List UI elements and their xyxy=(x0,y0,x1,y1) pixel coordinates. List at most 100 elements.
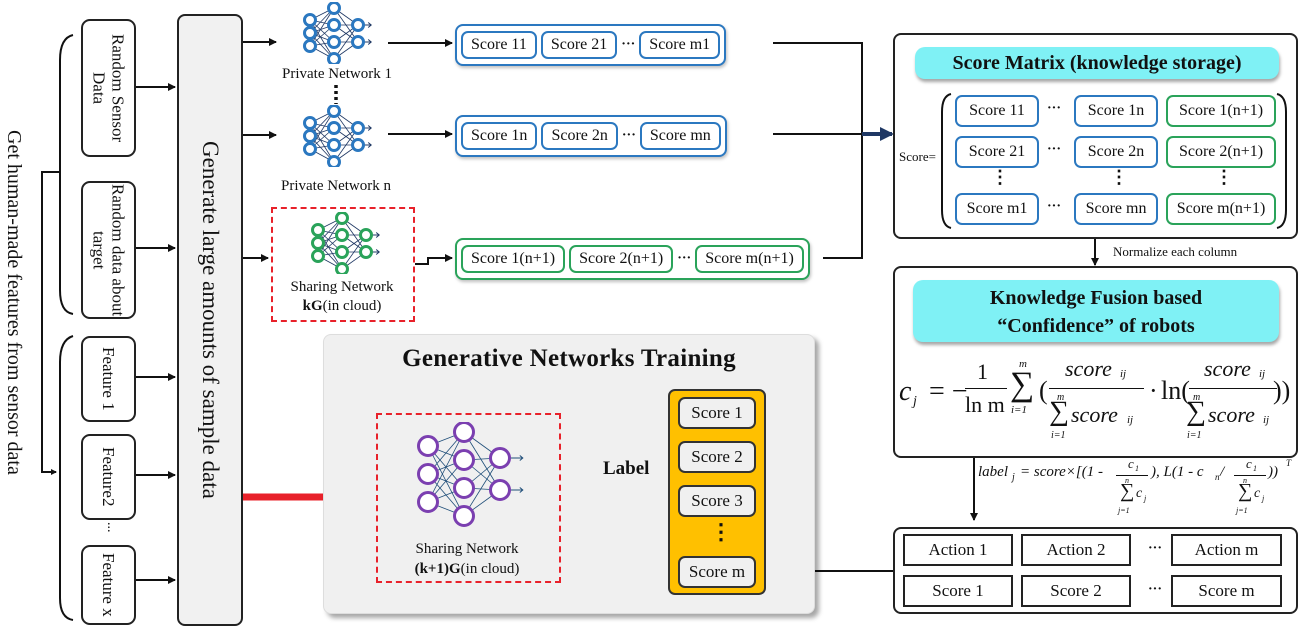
score-chip: Score m1 xyxy=(639,31,721,59)
score-chip: Score 21 xyxy=(540,31,618,59)
sample-generator-box: Generate large amounts of sample data xyxy=(177,14,243,626)
sample-generator-label: Generate large amounts of sample data xyxy=(198,141,223,499)
score-chip: Score 2n xyxy=(541,122,618,150)
neuron xyxy=(327,35,341,49)
label-text: Label xyxy=(603,458,650,479)
matrix-cell: Score 11 xyxy=(955,95,1039,127)
input-random-target-data: Random data about target xyxy=(81,181,136,319)
label-score-cell: Score 2 xyxy=(678,441,756,473)
ellipsis: ··· xyxy=(677,251,692,266)
neuron xyxy=(453,449,475,471)
matrix-cell: Score 2n xyxy=(1074,136,1158,168)
matrix-cell: Score 21 xyxy=(955,136,1039,168)
neuron xyxy=(351,18,365,32)
vdots: ⋮ xyxy=(1110,167,1128,187)
private-network-n-icon xyxy=(303,105,372,167)
confidence-formula: c j = − 1 ln m m ∑ i=1 ( score ij m ∑ i=… xyxy=(899,356,1291,441)
matrix-cell: Score 2(n+1) xyxy=(1166,136,1276,168)
label-score-cell: Score 1 xyxy=(678,397,756,429)
matrix-cell: Score m(n+1) xyxy=(1166,193,1276,225)
neuron xyxy=(359,245,373,259)
score-chip: Score 1(n+1) xyxy=(461,245,566,273)
actions-panel: Action 1 Action 2 ··· Action m Score 1 S… xyxy=(893,527,1298,614)
action-cell: Action 1 xyxy=(903,534,1013,566)
neuron xyxy=(351,138,365,152)
neuron xyxy=(327,2,341,15)
score-chip: Score mn xyxy=(639,122,721,150)
input-random-sensor-data: Random Sensor Data xyxy=(81,19,136,157)
generative-training-title: Generative Networks Training xyxy=(402,345,736,372)
score-chip: Score 2(n+1) xyxy=(569,245,674,273)
input-feature-2: Feature2 xyxy=(81,434,136,520)
neuron xyxy=(303,26,317,40)
neuron xyxy=(327,138,341,152)
neuron xyxy=(303,116,317,130)
score-matrix-prefix: Score= xyxy=(899,149,936,164)
vdots: ⋮ xyxy=(1215,167,1233,187)
left-caption: Get human-made features from sensor data xyxy=(3,130,25,475)
neuron xyxy=(417,463,439,485)
neuron xyxy=(327,105,341,118)
neuron xyxy=(311,249,325,263)
vdots: ⋮ xyxy=(991,167,1009,187)
neuron xyxy=(327,121,341,135)
matrix-bracket-left xyxy=(941,93,952,229)
label-formula: label j = score×[(1 - c 1 n ∑ j=1 c j ),… xyxy=(978,456,1292,515)
ellipsis: ··· xyxy=(1148,582,1163,597)
input-feature-1: Feature 1 xyxy=(81,336,136,422)
input-feature-x: Feature x xyxy=(81,545,136,625)
label-score-cell: Score 3 xyxy=(678,485,756,517)
score-matrix-panel: Score Matrix (knowledge storage) Score= … xyxy=(893,33,1298,239)
neuron xyxy=(303,129,317,143)
ellipsis: ··· xyxy=(621,128,636,143)
private-network-1-label: Private Network 1 xyxy=(282,66,392,82)
neuron xyxy=(453,422,475,443)
score-chip: Score m(n+1) xyxy=(695,245,804,273)
ellipsis: ··· xyxy=(1047,101,1062,116)
action-score-cell: Score 1 xyxy=(903,575,1013,607)
feature-ellipsis: ... xyxy=(104,522,119,533)
ellipsis: ··· xyxy=(1047,142,1062,157)
sharing-network-k1g-label: Sharing Network (k+1)G(in cloud) xyxy=(414,541,520,577)
ellipsis: ··· xyxy=(1148,541,1163,556)
neuron xyxy=(311,236,325,250)
score-chip: Score 11 xyxy=(461,31,537,59)
matrix-cell: Score mn xyxy=(1074,193,1158,225)
neuron xyxy=(489,447,511,469)
neuron xyxy=(311,223,325,237)
sharing-network-kg-label: Sharing Network kG(in cloud) xyxy=(290,279,394,314)
neuron xyxy=(417,491,439,513)
label-score-cell: Score m xyxy=(678,556,756,588)
action-score-cell: Score m xyxy=(1171,575,1282,607)
brace-link xyxy=(41,171,60,475)
neuron xyxy=(327,155,341,167)
score-row-private-1: Score 11 Score 21 ··· Score m1 xyxy=(455,24,727,66)
neuron xyxy=(327,18,341,32)
matrix-cell: Score 1(n+1) xyxy=(1166,95,1276,127)
brace-features xyxy=(59,335,74,621)
sharing-network-k1g-frame xyxy=(376,413,561,583)
neuron xyxy=(359,228,373,242)
neuron xyxy=(303,39,317,53)
ellipsis: ··· xyxy=(1047,199,1062,214)
matrix-bracket-right xyxy=(1276,93,1287,229)
neuron xyxy=(303,142,317,156)
sharing-network-kg-frame xyxy=(271,207,415,322)
action-score-cell: Score 2 xyxy=(1021,575,1131,607)
label-score-column: Score 1 Score 2 Score 3 ⋮ Score m xyxy=(668,389,766,595)
score-row-private-n: Score 1n Score 2n ··· Score mn xyxy=(455,115,727,157)
neuron xyxy=(417,435,439,457)
brace-random xyxy=(59,34,74,315)
neuron xyxy=(453,477,475,499)
neuron xyxy=(351,35,365,49)
score-matrix-title: Score Matrix (knowledge storage) xyxy=(915,47,1279,79)
sharing-network-k1g-icon xyxy=(417,422,524,527)
neuron xyxy=(489,479,511,501)
neuron xyxy=(327,52,341,64)
score-row-sharing: Score 1(n+1) Score 2(n+1) ··· Score m(n+… xyxy=(455,238,810,280)
knowledge-fusion-panel: Knowledge Fusion based “Confidence” of r… xyxy=(893,266,1298,458)
neuron xyxy=(335,245,349,259)
neuron xyxy=(335,212,349,225)
matrix-cell: Score m1 xyxy=(955,193,1039,225)
score-chip: Score 1n xyxy=(461,122,538,150)
